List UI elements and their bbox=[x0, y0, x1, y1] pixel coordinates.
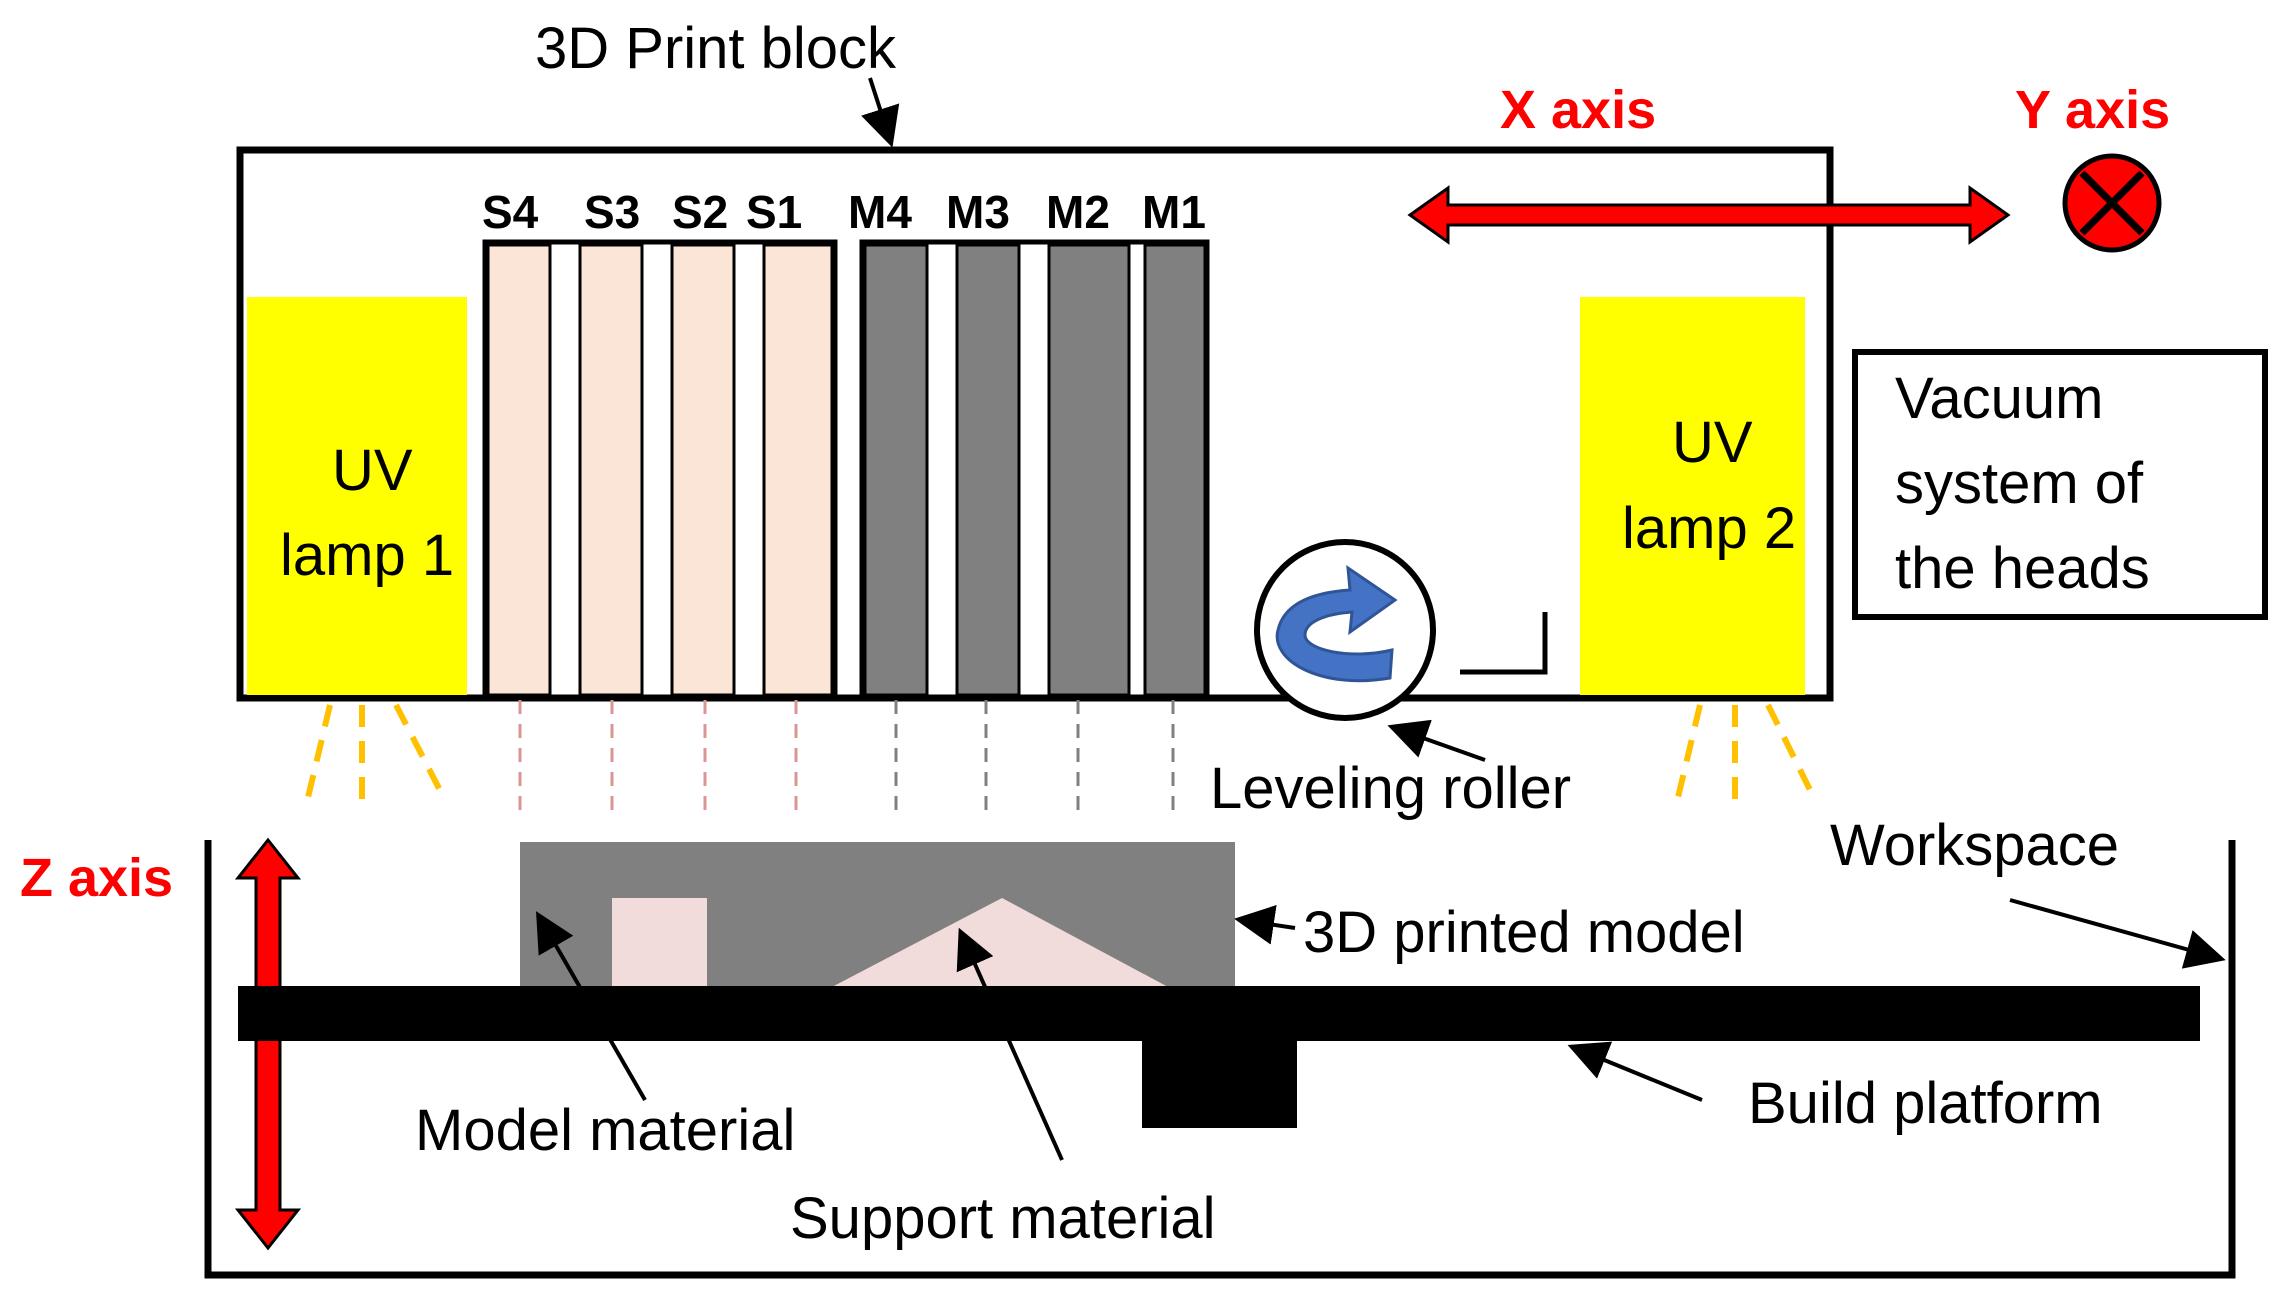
uv-lamp-1-label-line2: lamp 1 bbox=[280, 523, 454, 588]
printed-model-label: 3D printed model bbox=[1303, 900, 1745, 965]
support-head-s4 bbox=[486, 243, 552, 697]
z-axis-label: Z axis bbox=[20, 848, 173, 908]
model-head-m2 bbox=[1047, 243, 1131, 697]
support-material-triangle bbox=[830, 898, 1170, 988]
uv-lamp-1-label-line1: UV bbox=[332, 438, 413, 503]
build-platform-support bbox=[1142, 1040, 1297, 1128]
model-head-m1 bbox=[1143, 243, 1207, 697]
vacuum-label-line2: system of bbox=[1895, 451, 2144, 516]
uv-lamp-2-label-line1: UV bbox=[1672, 410, 1753, 475]
uv-lamp-2 bbox=[1580, 297, 1805, 695]
workspace-container bbox=[204, 840, 2236, 1279]
leveling-roller-label: Leveling roller bbox=[1210, 756, 1571, 821]
x-axis-arrow bbox=[1407, 185, 2011, 245]
model-jets bbox=[894, 700, 1175, 812]
z-axis-arrow bbox=[234, 837, 302, 1251]
model-material-arrow bbox=[536, 911, 647, 1101]
support-material-label: Support material bbox=[790, 1186, 1216, 1251]
model-head-m4 bbox=[863, 243, 929, 697]
vacuum-label-line3: the heads bbox=[1895, 536, 2150, 601]
head-label-m1: M1 bbox=[1142, 186, 1206, 238]
head-label-m2: M2 bbox=[1046, 186, 1110, 238]
build-platform-arrow bbox=[1567, 1041, 1703, 1102]
y-axis-into-page-icon bbox=[2062, 153, 2162, 253]
support-jets bbox=[518, 700, 798, 812]
support-head-s2 bbox=[670, 243, 736, 697]
vacuum-system-box bbox=[1852, 349, 2268, 620]
head-label-s2: S2 bbox=[672, 186, 728, 238]
build-platform-label: Build platform bbox=[1748, 1071, 2103, 1136]
model-heads bbox=[859, 239, 1210, 700]
support-heads bbox=[482, 239, 838, 700]
uv-lamp-1-rays bbox=[302, 703, 448, 811]
support-head-s3 bbox=[578, 243, 644, 697]
vacuum-label-line1: Vacuum bbox=[1895, 366, 2103, 431]
y-axis-label: Y axis bbox=[2015, 80, 2170, 140]
workspace-label: Workspace bbox=[1830, 813, 2119, 878]
printed-model-arrow bbox=[1234, 905, 1296, 945]
uv-lamp-1 bbox=[247, 297, 467, 695]
support-head-s1 bbox=[762, 243, 834, 697]
head-label-s4: S4 bbox=[482, 186, 539, 238]
head-label-m4: M4 bbox=[848, 186, 912, 238]
head-label-m3: M3 bbox=[946, 186, 1010, 238]
leveling-roller-arrow bbox=[1387, 719, 1486, 762]
support-material-arrow bbox=[956, 927, 1064, 1161]
roller-bracket bbox=[1460, 612, 1548, 675]
head-label-s1: S1 bbox=[746, 186, 802, 238]
model-head-m3 bbox=[955, 243, 1021, 697]
build-platform bbox=[238, 986, 2200, 1041]
x-axis-label: X axis bbox=[1500, 80, 1656, 140]
support-material-block bbox=[612, 898, 707, 988]
uv-lamp-2-rays bbox=[1672, 703, 1818, 811]
print-block-arrow bbox=[861, 77, 900, 148]
print-block-label: 3D Print block bbox=[535, 16, 897, 81]
uv-lamp-2-label-line2: lamp 2 bbox=[1622, 496, 1796, 561]
model-material-label: Model material bbox=[415, 1098, 795, 1163]
head-label-s3: S3 bbox=[584, 186, 640, 238]
workspace-arrow bbox=[2009, 898, 2226, 969]
roller-rotation-arrow bbox=[1275, 564, 1398, 683]
